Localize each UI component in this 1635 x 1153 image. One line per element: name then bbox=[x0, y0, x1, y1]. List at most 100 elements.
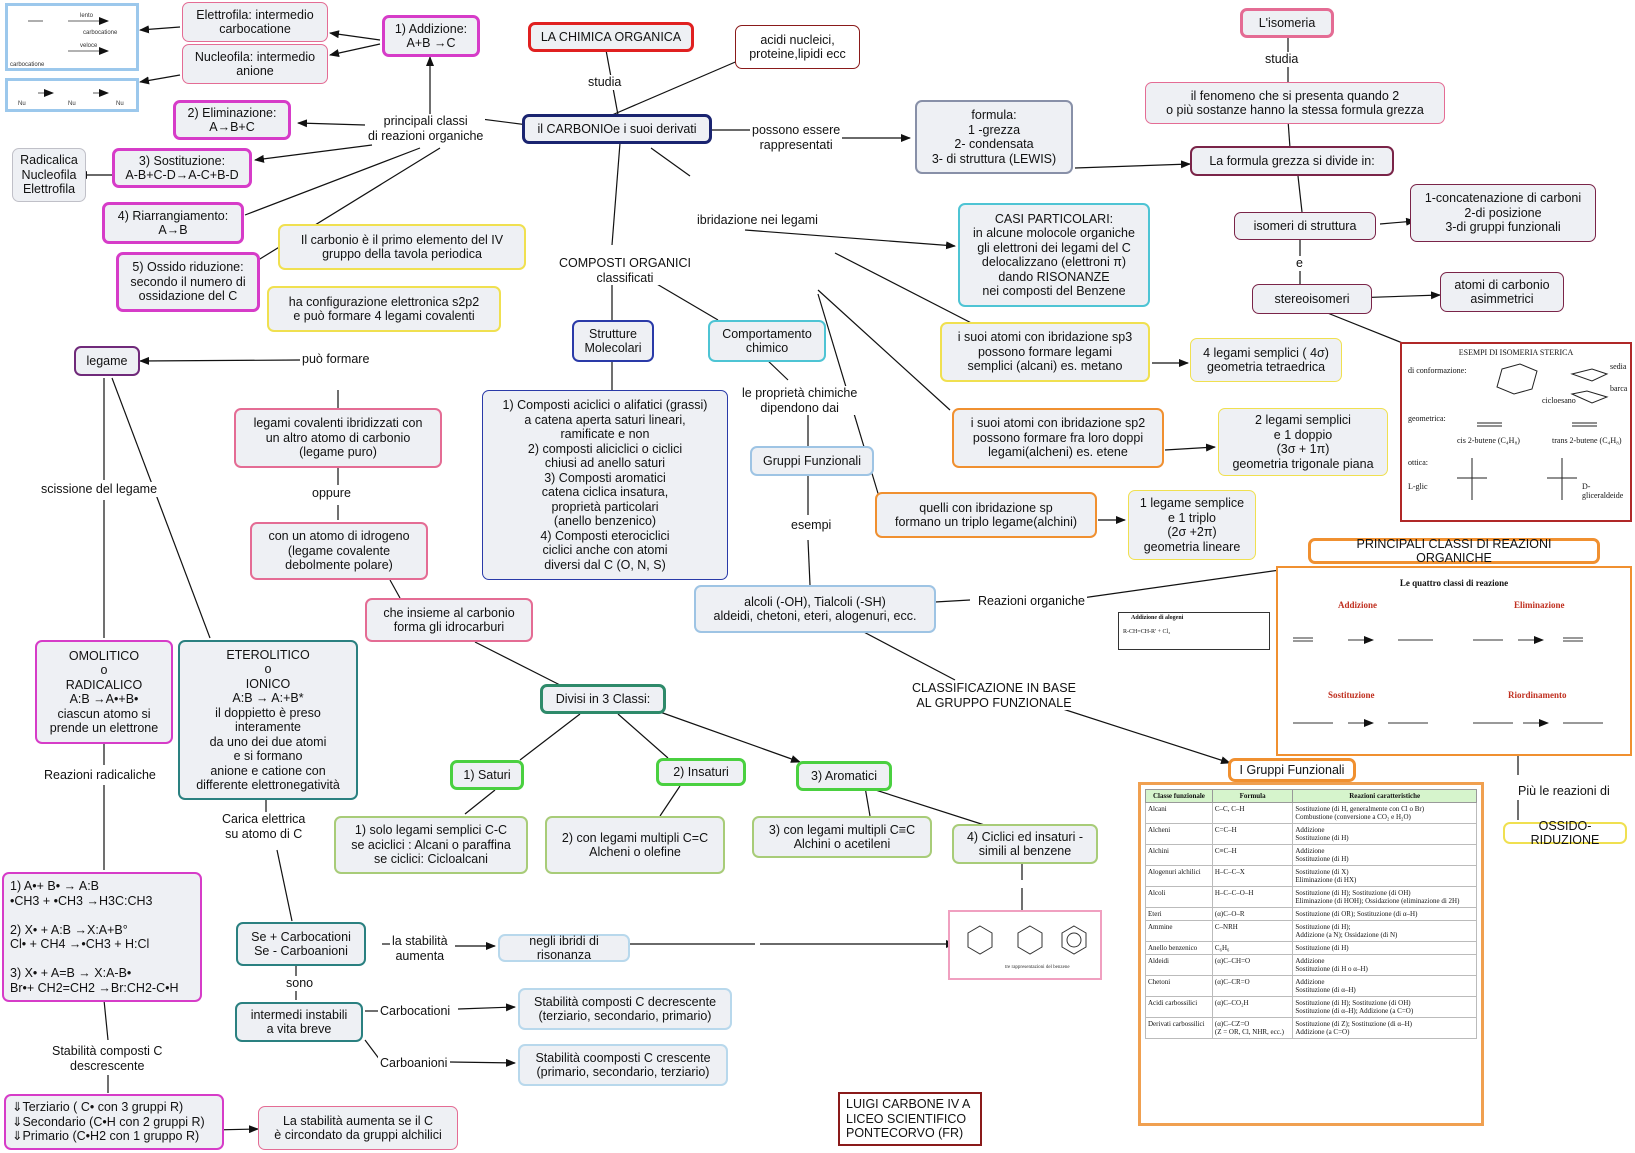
node-ciclici[interactable]: 4) Ciclici ed insaturi - simili al benze… bbox=[952, 824, 1098, 864]
node-configurazione[interactable]: ha configurazione elettronica s2p2 e può… bbox=[267, 286, 501, 332]
node-omolitico[interactable]: OMOLITICO o RADICALICO A:B →A•+B• ciascu… bbox=[35, 640, 173, 744]
node-gruppi-funzionali-title[interactable]: I Gruppi Funzionali bbox=[1228, 758, 1356, 782]
node-isomeri-struttura[interactable]: isomeri di struttura bbox=[1234, 212, 1376, 240]
node-idrogeno[interactable]: con un atomo di idrogeno (legame covalen… bbox=[250, 522, 428, 580]
fg-cell-formula: C≡C–H bbox=[1211, 844, 1294, 866]
fg-cell-reazioni: Sostituzione (di H); Sostituzione (di OH… bbox=[1292, 996, 1477, 1018]
node-stab-aumenta[interactable]: La stabilità aumenta se il C è circondat… bbox=[258, 1106, 458, 1150]
fg-cell-reazioni: Addizione Sostituzione (di H) bbox=[1292, 823, 1477, 845]
node-sp[interactable]: quelli con ibridazione sp formano un tri… bbox=[875, 492, 1097, 538]
label-scissione: scissione del legame bbox=[39, 482, 160, 497]
fg-cell-classe: Derivati carbossilici bbox=[1145, 1017, 1213, 1039]
node-sp3-geom[interactable]: 4 legami semplici ( 4σ) geometria tetrae… bbox=[1190, 338, 1342, 382]
node-stab-cresc[interactable]: Stabilità coomposti C crescente (primari… bbox=[518, 1044, 728, 1086]
fg-cell-classe: Chetoni bbox=[1145, 975, 1213, 997]
node-ibridi[interactable]: negli ibridi di risonanza bbox=[498, 934, 630, 962]
node-legami-covalenti[interactable]: legami covalenti ibridizzati con un altr… bbox=[234, 408, 442, 468]
node-composti-lista[interactable]: 1) Composti aciclici o alifatici (grassi… bbox=[482, 390, 728, 580]
node-stab-decr[interactable]: Stabilità composti C decrescente (terzia… bbox=[518, 988, 732, 1030]
label-sono: sono bbox=[284, 976, 316, 991]
label-piu-reazioni: Più le reazioni di bbox=[1516, 784, 1612, 799]
label-carica-elettrica: Carica elettrica su atomo di C bbox=[220, 812, 308, 841]
node-addizione[interactable]: 1) Addizione: A+B →C bbox=[382, 15, 480, 57]
fg-cell-formula: (α)C–CH=O bbox=[1211, 954, 1294, 976]
node-sp2-geom[interactable]: 2 legami semplici e 1 doppio (3σ + 1π) g… bbox=[1218, 408, 1388, 476]
node-eliminazione[interactable]: 2) Eliminazione: A→B+C bbox=[173, 100, 291, 140]
fg-cell-reazioni: Sostituzione (di H); Addizione (a N); Os… bbox=[1292, 920, 1477, 942]
label-studia-isomeria: studia bbox=[1263, 52, 1301, 67]
benzene-caption: tre rappresentazioni del benzene bbox=[1005, 965, 1070, 970]
node-riarrangiamento[interactable]: 4) Riarrangiamento: A→B bbox=[102, 202, 244, 244]
fg-cell-classe: Eteri bbox=[1145, 907, 1213, 921]
node-idrocarburi[interactable]: che insieme al carbonio forma gli idroca… bbox=[365, 598, 533, 642]
mini-nu-3: Nu bbox=[116, 101, 124, 107]
node-aromatici-desc[interactable]: 3) con legami multipli C≡C Alchini o ace… bbox=[752, 816, 932, 858]
node-sostituzione[interactable]: 3) Sostituzione: A-B+C-D→A-C+B-D bbox=[112, 148, 252, 188]
node-saturi[interactable]: 1) Saturi bbox=[450, 760, 524, 790]
node-carbonio[interactable]: il CARBONIOe i suoi derivati bbox=[522, 114, 712, 144]
node-carbonio-primo[interactable]: Il carbonio è il primo elemento del IV g… bbox=[278, 224, 526, 270]
node-nucleofila[interactable]: Nucleofila: intermedio anione bbox=[182, 44, 328, 84]
node-atomi-asimmetrici[interactable]: atomi di carbonio asimmetrici bbox=[1440, 272, 1564, 312]
node-elettrofila[interactable]: Elettrofila: intermedio carbocatione bbox=[182, 2, 328, 42]
node-autore[interactable]: LUIGI CARBONE IV A LICEO SCIENTIFICO PON… bbox=[838, 1092, 982, 1146]
reaction-eliminazione: Eliminazione bbox=[1514, 600, 1565, 610]
alogeni-equation: R-CH=CH-R' + Cl₂ bbox=[1123, 629, 1171, 635]
fg-cell-formula: H–C–C–X bbox=[1211, 865, 1294, 887]
node-insaturi-desc[interactable]: 2) con legami multipli C=C Alcheni o ole… bbox=[545, 816, 725, 874]
nucleofila-mechanism: Nu Nu Nu bbox=[18, 89, 124, 107]
node-ossido-riduzione[interactable]: OSSIDO-RIDUZIONE bbox=[1503, 819, 1627, 847]
node-divisi[interactable]: Divisi in 3 Classi: bbox=[540, 684, 666, 714]
node-stereoisomeri[interactable]: stereoisomeri bbox=[1252, 284, 1372, 314]
node-acidi-nucleici[interactable]: acidi nucleici, proteine,lipidi ecc bbox=[735, 25, 860, 69]
node-concatenazione[interactable]: 1-concatenazione di carboni 2-di posizio… bbox=[1410, 184, 1596, 242]
node-legame[interactable]: legame bbox=[74, 346, 140, 376]
stereo-trans: trans 2-butene (C₄H₈) bbox=[1552, 436, 1622, 445]
node-reazioni-radicaliche-lista[interactable]: 1) A•+ B• → A:B •CH3 + •CH3 →H3C:CH3 2) … bbox=[2, 872, 202, 1002]
node-formula[interactable]: formula: 1 -grezza 2- condensata 3- di s… bbox=[915, 100, 1073, 174]
node-eterolitico[interactable]: ETEROLITICO o IONICO A:B → A:+B* il dopp… bbox=[178, 640, 358, 800]
label-reazioni-radicaliche: Reazioni radicaliche bbox=[42, 768, 158, 783]
fg-cell-classe: Acidi carbossilici bbox=[1145, 996, 1213, 1018]
node-isomeria[interactable]: L'isomeria bbox=[1240, 8, 1334, 38]
node-sp-geom[interactable]: 1 legame semplice e 1 triplo (2σ +2π) ge… bbox=[1128, 490, 1256, 560]
label-reazioni-organiche: Reazioni organiche bbox=[976, 594, 1088, 609]
benzene-representations: tre rappresentazioni del benzene bbox=[967, 925, 1087, 970]
fg-cell-reazioni: Addizione Sostituzione (di α–H) bbox=[1292, 975, 1477, 997]
node-formula-grezza[interactable]: La formula grezza si divide in: bbox=[1190, 146, 1394, 176]
node-casi-particolari[interactable]: CASI PARTICOLARI: in alcune molocole org… bbox=[958, 203, 1150, 307]
node-gruppi-funzionali[interactable]: Gruppi Funzionali bbox=[750, 446, 874, 476]
label-composti-organici: COMPOSTI ORGANICI classificati bbox=[557, 256, 693, 285]
node-sp3[interactable]: i suoi atomi con ibridazione sp3 possono… bbox=[940, 322, 1150, 382]
node-principali-classi[interactable]: PRINCIPALI CLASSI DI REAZIONI ORGANICHE bbox=[1308, 537, 1600, 565]
node-sp2[interactable]: i suoi atomi con ibridazione sp2 possono… bbox=[952, 408, 1164, 468]
fg-cell-classe: Alcheni bbox=[1145, 823, 1213, 845]
stereo-cis: cis 2-butene (C₄H₈) bbox=[1457, 436, 1520, 445]
label-stabilita-composti: Stabilità composti C descrescente bbox=[50, 1044, 165, 1073]
image-benzene: tre rappresentazioni del benzene bbox=[948, 910, 1102, 980]
node-insaturi[interactable]: 2) Insaturi bbox=[656, 758, 746, 786]
node-aromatici[interactable]: 3) Aromatici bbox=[796, 761, 892, 791]
node-terziario[interactable]: ⇓Terziario ( C• con 3 gruppi R) ⇓Seconda… bbox=[4, 1094, 224, 1150]
node-fenomeno[interactable]: il fenomeno che si presenta quando 2 o p… bbox=[1145, 82, 1445, 124]
node-ossido-riduzione-classe[interactable]: 5) Ossido riduzione: secondo il numero d… bbox=[116, 252, 260, 312]
node-alcoli[interactable]: alcoli (-OH), Tialcoli (-SH) aldeidi, ch… bbox=[694, 585, 936, 633]
node-chimica-organica[interactable]: LA CHIMICA ORGANICA bbox=[528, 22, 694, 52]
fg-header-reazioni: Reazioni caratteristiche bbox=[1292, 789, 1477, 803]
node-saturi-desc[interactable]: 1) solo legami semplici C-C se aciclici … bbox=[334, 816, 528, 874]
fg-cell-reazioni: Addizione Sostituzione (di H o α–H) bbox=[1292, 954, 1477, 976]
node-strutture-molecolari[interactable]: Strutture Molecolari bbox=[572, 320, 654, 362]
node-carbocationi[interactable]: Se + Carbocationi Se - Carboanioni bbox=[236, 922, 366, 966]
node-radicalica[interactable]: Radicalica Nucleofila Elettrofila bbox=[12, 148, 86, 202]
label-possono-essere: possono essere rappresentati bbox=[750, 123, 843, 152]
label-oppure: oppure bbox=[310, 486, 353, 501]
mini-carbocatione-1: carbocatione bbox=[83, 30, 118, 36]
node-comportamento-chimico[interactable]: Comportamento chimico bbox=[708, 320, 826, 362]
node-intermedi[interactable]: intermedi instabili a vita breve bbox=[235, 1002, 363, 1042]
fg-cell-reazioni: Sostituzione (di H) bbox=[1292, 941, 1477, 955]
stereo-ottica: ottica: bbox=[1408, 458, 1428, 467]
